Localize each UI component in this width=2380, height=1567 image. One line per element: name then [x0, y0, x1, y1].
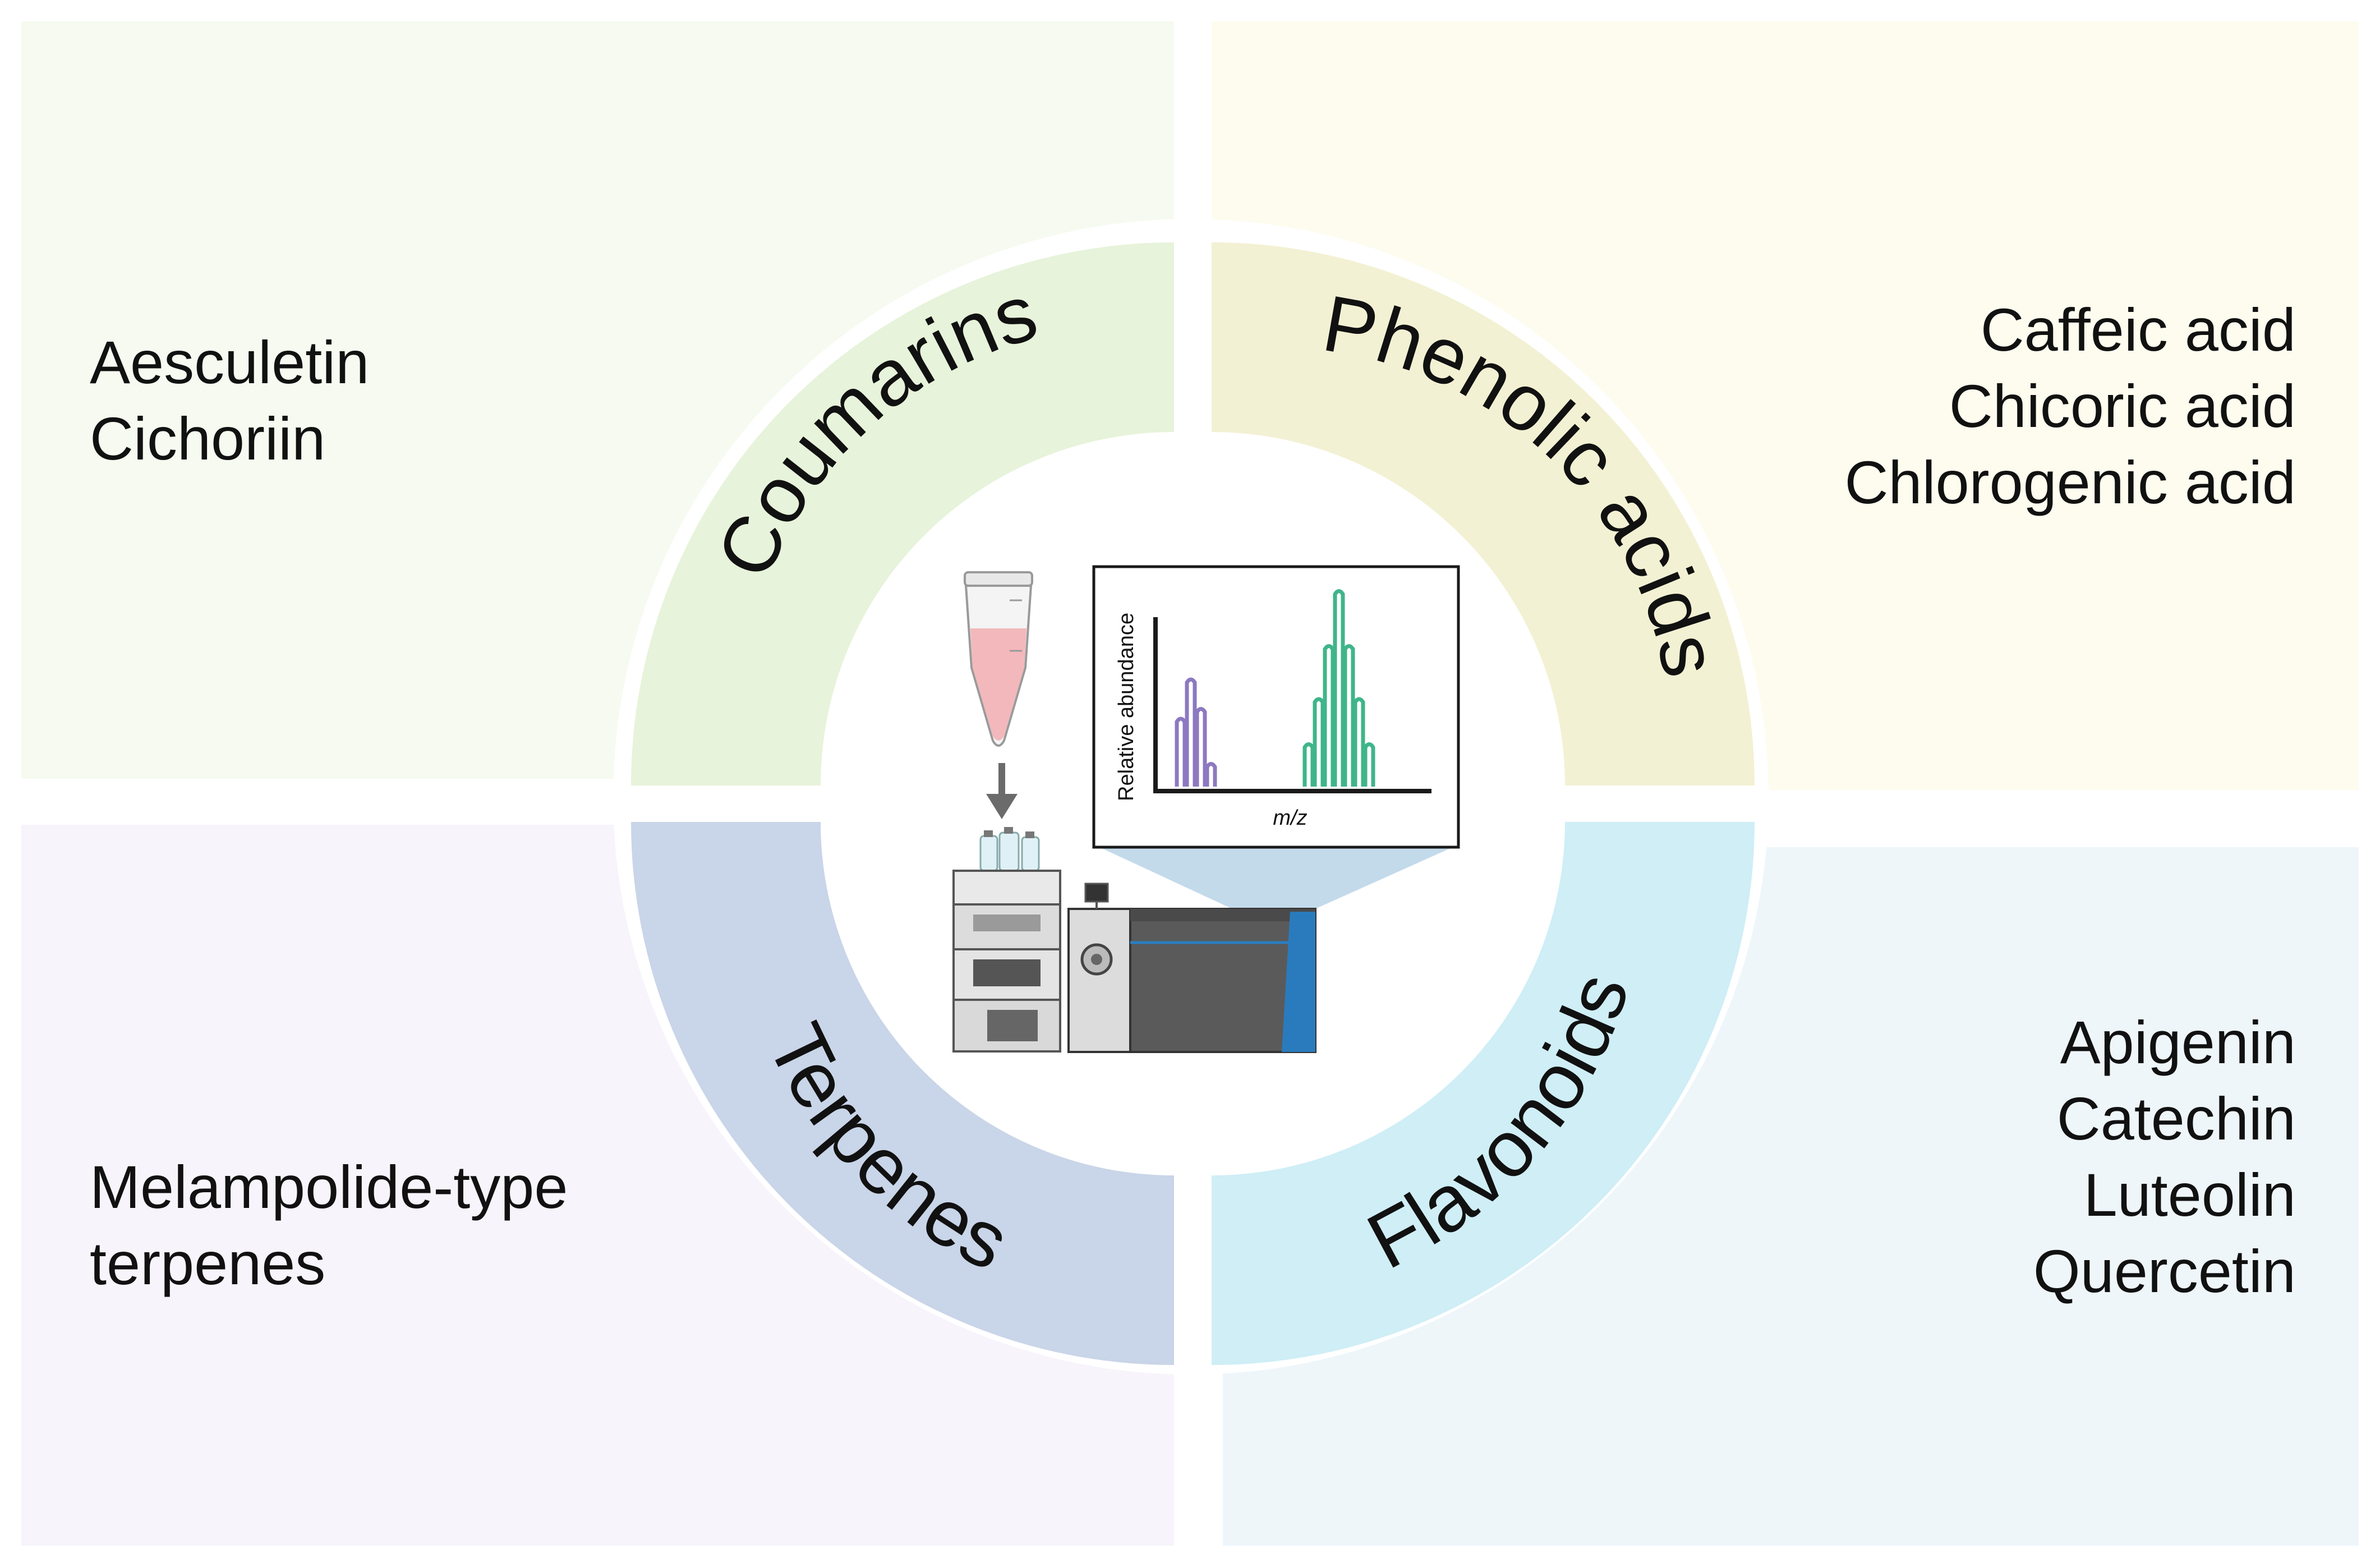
spectrum-peak [1302, 742, 1315, 787]
spectrum-ylabel: Relative abundance [1115, 613, 1138, 801]
spectrum-zoom-cone [1099, 847, 1453, 920]
mass-spectrum-icon: Relative abundance m/z [1092, 565, 1460, 849]
spectrum-peak [1323, 644, 1335, 787]
mass-spectrometer-icon [1067, 883, 1316, 1053]
compound-item: Melampolide-type [90, 1153, 568, 1221]
spectrum-peaks [1175, 589, 1375, 787]
spectrum-xlabel: m/z [1273, 806, 1307, 830]
spectrum-peak [1363, 742, 1375, 787]
compound-item: Aesculetin [90, 328, 370, 396]
compound-item: Catechin [2056, 1085, 2296, 1152]
compound-item: Chicoric acid [1949, 372, 2296, 440]
compound-item: Apigenin [2060, 1008, 2296, 1076]
arc-segment-phenolic-acids [1212, 242, 1755, 785]
compound-item: Luteolin [2083, 1161, 2296, 1229]
spectrum-peak [1185, 677, 1197, 787]
compound-item: Caffeic acid [1980, 296, 2296, 364]
lc-ms-instrument-icon [952, 827, 1316, 1053]
spectrum-frame [1092, 565, 1460, 849]
compound-item: Chlorogenic acid [1844, 448, 2296, 516]
down-arrow-icon [986, 763, 1018, 819]
sample-tube-icon [964, 571, 1033, 747]
solvent-bottles-icon [979, 827, 1040, 872]
spectrum-peak [1205, 762, 1217, 787]
spectrum-peak [1333, 589, 1345, 787]
arc-segment-terpenes [631, 822, 1174, 1365]
compound-item: Quercetin [2033, 1237, 2296, 1305]
arc-segment-coumarins [631, 242, 1174, 785]
spectrum-peak [1353, 697, 1365, 787]
compound-list-terpenes: Melampolide-type terpenes [90, 1149, 568, 1302]
spectrum-peak [1195, 707, 1207, 787]
spectrum-peak [1343, 644, 1355, 787]
arc-segment-flavonoids [1212, 822, 1755, 1365]
spectrum-peak [1313, 697, 1325, 787]
compound-item: Cichoriin [90, 405, 326, 472]
spectrum-peak [1175, 716, 1187, 787]
compound-item: terpenes [90, 1229, 326, 1297]
hplc-stack-icon [952, 870, 1061, 1053]
